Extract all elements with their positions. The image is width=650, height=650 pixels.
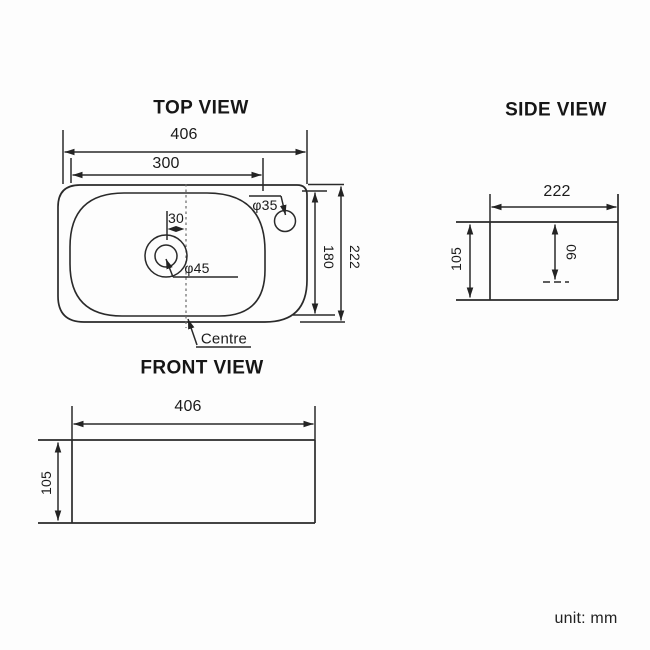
drain-hole-inner <box>154 244 178 268</box>
dim-side-depth: 222 <box>543 183 571 200</box>
dim-front-height: 105 <box>38 471 54 495</box>
dim-faucet-diameter: φ35 <box>252 197 278 213</box>
centre-leader-arrow <box>187 318 198 346</box>
dim-overall-depth: 222 <box>347 245 363 269</box>
drain-hole-outer <box>144 234 188 278</box>
side-view-drawing <box>456 194 619 301</box>
dim-bowl-depth: 180 <box>321 245 337 269</box>
dim-side-height: 105 <box>448 247 464 271</box>
bowl-outline <box>69 192 266 317</box>
basin-outline <box>57 184 308 323</box>
dim-front-width: 406 <box>174 398 202 415</box>
leader-arrow-faucet <box>279 195 287 216</box>
side-view-title: SIDE VIEW <box>505 99 607 121</box>
dim-drain-diameter: φ45 <box>184 260 210 276</box>
front-view-title: FRONT VIEW <box>140 357 264 379</box>
top-view-drawing <box>57 130 345 348</box>
arrowhead-left <box>167 226 176 232</box>
dim-bowl-width: 300 <box>152 155 180 172</box>
dim-drain-height: 90 <box>563 244 579 260</box>
front-view-drawing <box>38 406 316 524</box>
unit-label: unit: mm <box>554 610 618 627</box>
arrowhead-right <box>176 226 185 232</box>
top-view-title: TOP VIEW <box>153 97 249 119</box>
leader-arrow-drain <box>165 258 174 278</box>
centre-label: Centre <box>200 330 248 348</box>
dim-drain-offset: 30 <box>168 210 184 226</box>
dim-overall-width: 406 <box>170 126 198 143</box>
